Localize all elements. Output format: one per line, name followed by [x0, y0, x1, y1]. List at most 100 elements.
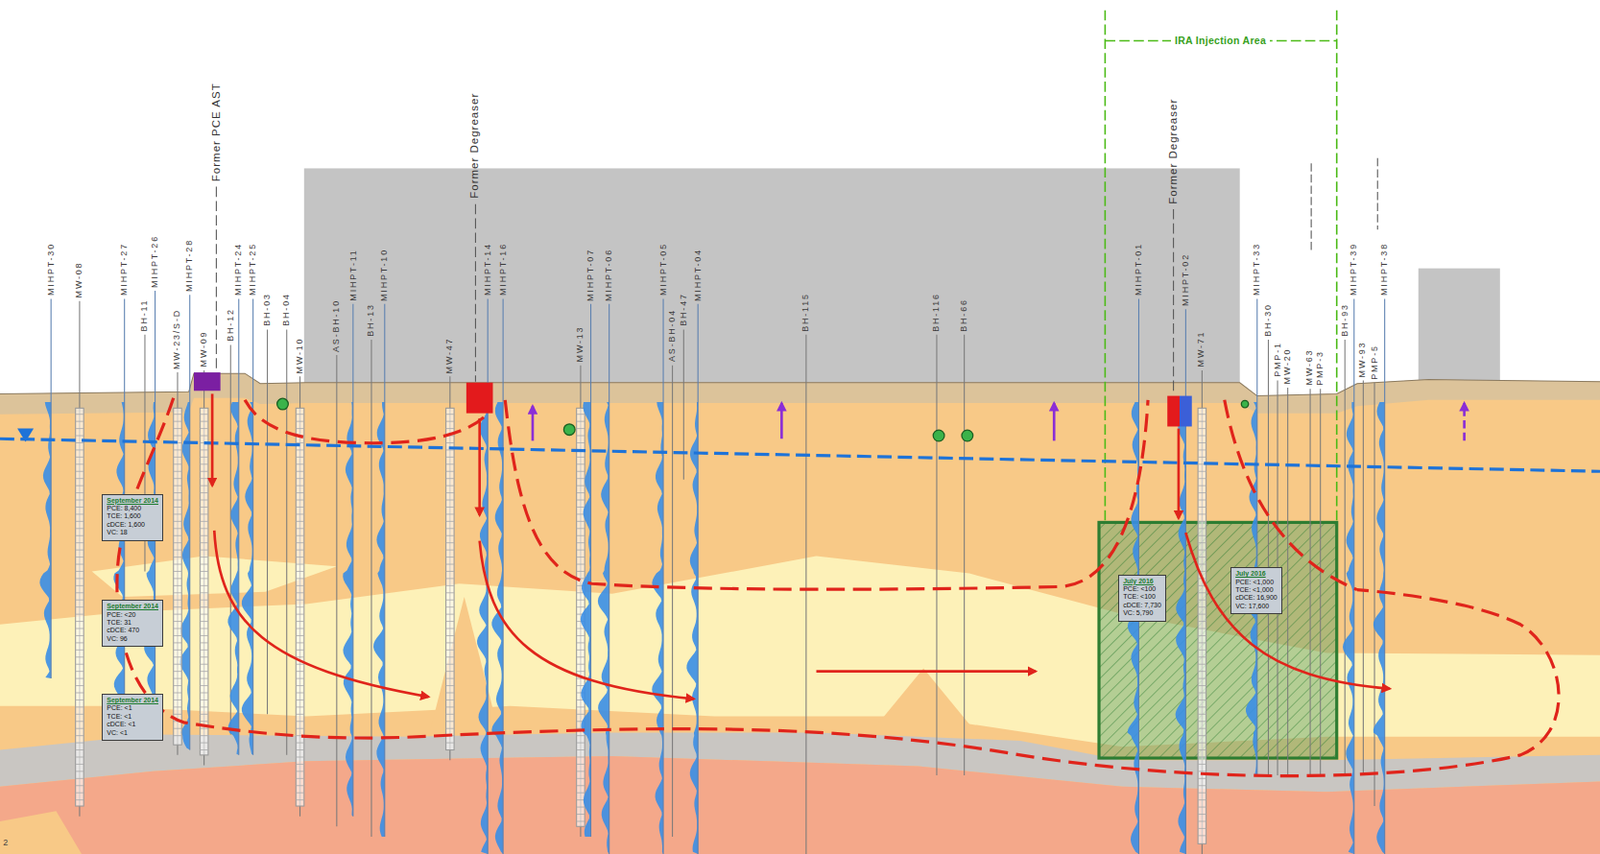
data-callout: September 2014PCE: <20TCE: 31cDCE: 470VC… [101, 599, 164, 647]
screen-tick [199, 506, 209, 508]
screen-tick [446, 421, 455, 423]
screen-tick [576, 649, 586, 651]
screen-tick [446, 485, 455, 487]
boring-line [1362, 381, 1364, 777]
screen-tick [173, 428, 183, 430]
screen-tick [173, 635, 183, 637]
screen-tick [295, 642, 305, 644]
hpt-log [227, 402, 239, 756]
screen-tick [75, 556, 85, 558]
screen-tick [75, 735, 85, 737]
screen-tick [173, 513, 183, 515]
screen-tick [295, 549, 305, 551]
boring [1362, 381, 1364, 777]
screen-tick [75, 764, 85, 765]
screen-tick [1197, 813, 1207, 815]
screen-tick [446, 692, 455, 693]
screen-tick [295, 456, 305, 458]
screen-tick [173, 471, 183, 473]
screen-tick [199, 556, 209, 558]
screen-tick [446, 620, 455, 622]
screen-tick [199, 577, 209, 579]
screen-tick [1197, 820, 1207, 822]
screen-tick [173, 614, 183, 616]
screen-tick [576, 706, 586, 708]
hpt-log [1127, 402, 1140, 854]
screen-tick [576, 749, 586, 751]
sample-point [932, 429, 945, 442]
screen-tick [1197, 706, 1207, 708]
boring [671, 365, 673, 837]
hpt-log [580, 402, 592, 837]
screen-tick [1197, 549, 1207, 551]
boring [935, 334, 937, 776]
screen-tick [295, 599, 305, 601]
screen-tick [75, 506, 85, 508]
screen-tick [1197, 556, 1207, 558]
screen-tick [1197, 449, 1207, 451]
screen-tick [75, 664, 85, 666]
building [1418, 268, 1501, 385]
screen-tick [199, 456, 209, 458]
boring [1344, 339, 1346, 776]
hpt-log [686, 402, 698, 854]
screen-tick [295, 770, 305, 772]
screen-tick [295, 592, 305, 594]
screen-tick [576, 442, 586, 444]
migration-arrow [211, 393, 215, 486]
screen-tick [1197, 756, 1207, 758]
screen-tick [199, 542, 209, 544]
screen-tick [173, 685, 183, 687]
screen-tick [75, 527, 85, 529]
screen-tick [1197, 542, 1207, 544]
boring-label: MIHPT-27 [119, 242, 129, 296]
screen-tick [1197, 649, 1207, 651]
screen-tick [199, 500, 209, 502]
screen-tick [1197, 477, 1207, 479]
screen-tick [1197, 628, 1207, 630]
hpt-log [1373, 402, 1386, 854]
screen-tick [576, 820, 586, 822]
screen-tick [173, 421, 183, 423]
screen-tick [199, 664, 209, 666]
screen-tick [1197, 428, 1207, 430]
screen-tick [199, 720, 209, 722]
screen-tick [446, 500, 455, 502]
screen-tick [1197, 799, 1207, 801]
screen-tick [446, 706, 455, 708]
source-degreaser [1167, 396, 1180, 428]
boring [373, 304, 385, 837]
boring-line [805, 334, 807, 854]
boring [75, 301, 85, 817]
screen-tick [199, 749, 209, 751]
screen-tick [446, 714, 455, 716]
screen-tick [75, 564, 85, 566]
boring-line [238, 299, 239, 756]
screen-tick [446, 577, 455, 579]
screen-tick [295, 670, 305, 672]
boring-line [963, 334, 965, 776]
boring-label: MIHPT-05 [658, 242, 668, 296]
screen-tick [446, 614, 455, 616]
screen-tick [199, 421, 209, 423]
screen-tick [173, 728, 183, 730]
screen-tick [1197, 435, 1207, 437]
screen-tick [1197, 521, 1207, 523]
screen-tick [446, 549, 455, 551]
screen-tick [75, 456, 85, 458]
screen-tick [173, 699, 183, 701]
water-table [0, 438, 1600, 472]
screen-tick [199, 706, 209, 708]
source-degreaser [466, 382, 494, 414]
screen-tick [1197, 421, 1207, 423]
data-callout: July 2016PCE: <1,000TCE: <1,000cDCE: 16,… [1230, 567, 1283, 615]
screen-tick [576, 413, 586, 415]
screen-tick [199, 435, 209, 437]
screen-tick [295, 449, 305, 451]
boring-label: BH-93 [1339, 303, 1349, 337]
screen-tick [199, 699, 209, 701]
boring [805, 334, 807, 854]
boring [1267, 339, 1269, 776]
screen-tick [576, 428, 586, 430]
screen-tick [199, 592, 209, 594]
